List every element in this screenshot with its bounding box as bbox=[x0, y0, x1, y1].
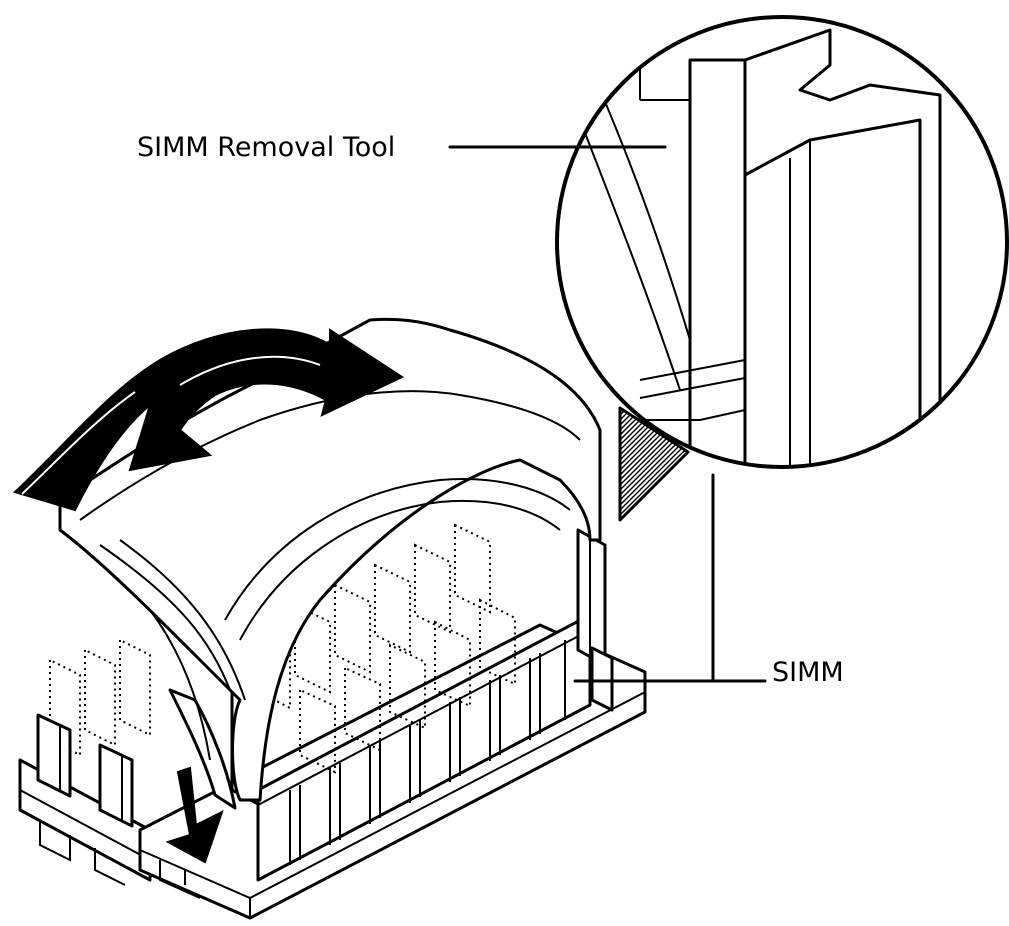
simm-label: SIMM bbox=[772, 657, 844, 688]
left-simm-socket bbox=[18, 638, 152, 886]
push-down-arrow-icon bbox=[165, 766, 224, 864]
label-leaders bbox=[448, 145, 767, 683]
tool-label: SIMM Removal Tool bbox=[137, 132, 395, 163]
rotate-arrow-icon bbox=[13, 328, 405, 512]
magnifier-pointer bbox=[618, 406, 690, 522]
